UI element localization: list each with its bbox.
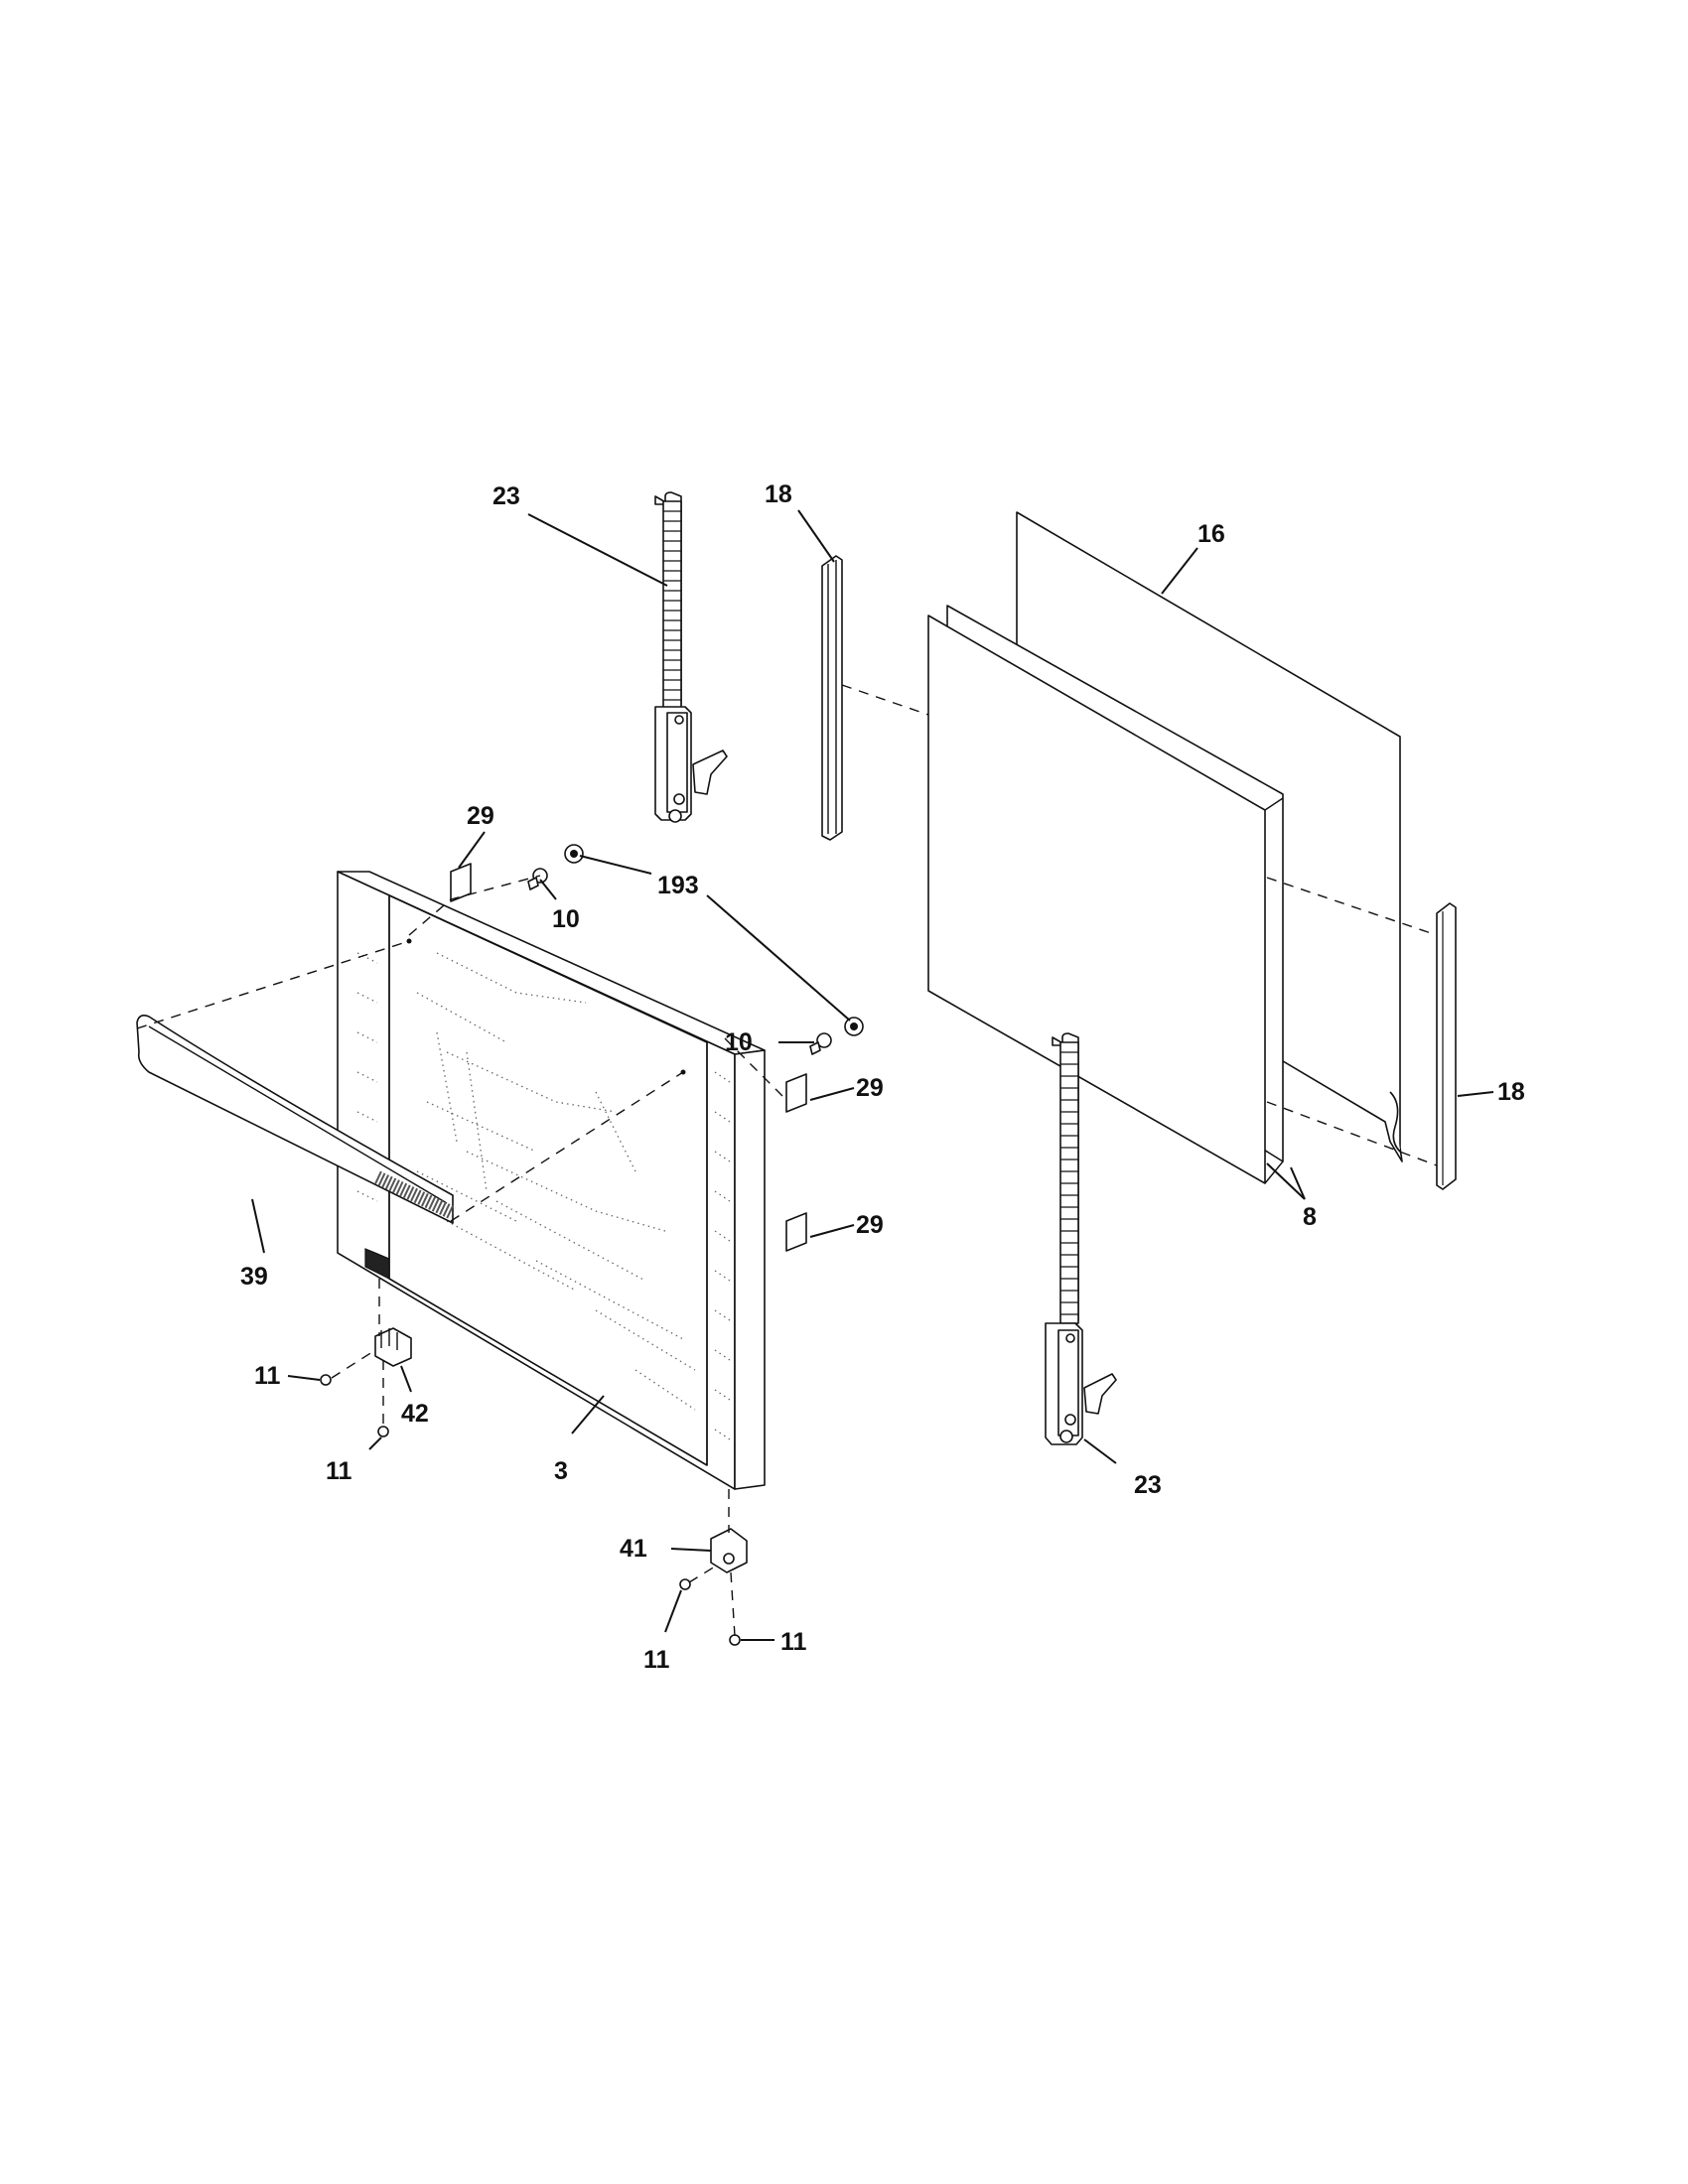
callout-41: 41 bbox=[620, 1535, 647, 1563]
hinge-top bbox=[654, 491, 728, 823]
channel-left bbox=[821, 555, 843, 841]
screw-11-hinge-right bbox=[729, 1634, 741, 1646]
callout-39: 39 bbox=[240, 1263, 268, 1291]
callout-10-top: 10 bbox=[552, 905, 580, 933]
screw-11-hinge-left bbox=[679, 1578, 691, 1590]
glass-panels-8 bbox=[927, 605, 1284, 1184]
callout-11-hinge-right: 11 bbox=[780, 1628, 807, 1656]
callouts: 23 18 16 29 10 193 10 29 29 18 8 39 11 4… bbox=[240, 480, 1525, 1674]
bracket-29-mid bbox=[785, 1073, 807, 1113]
callout-23-bottom: 23 bbox=[1134, 1471, 1162, 1499]
callout-29-top: 29 bbox=[467, 802, 494, 830]
callout-18-left: 18 bbox=[765, 480, 792, 508]
door-handle bbox=[136, 1015, 456, 1224]
screw-11-left bbox=[320, 1374, 332, 1386]
outer-door-panel bbox=[337, 871, 766, 1490]
callout-10-mid: 10 bbox=[725, 1028, 753, 1056]
callout-193: 193 bbox=[657, 872, 699, 899]
hinge-receiver-42 bbox=[374, 1327, 412, 1367]
channel-right bbox=[1436, 902, 1457, 1190]
leader-lines bbox=[251, 509, 1494, 1641]
hinge-bottom bbox=[1045, 1032, 1117, 1445]
assembly-lines bbox=[136, 684, 1438, 1637]
callout-8: 8 bbox=[1303, 1203, 1317, 1231]
callout-11-left: 11 bbox=[254, 1362, 281, 1390]
callout-42: 42 bbox=[401, 1400, 429, 1428]
hinge-receiver-41 bbox=[710, 1528, 748, 1573]
screw-11-bottom-left bbox=[377, 1426, 389, 1437]
callout-18-right: 18 bbox=[1497, 1078, 1525, 1106]
callout-11-hinge-left: 11 bbox=[643, 1646, 670, 1674]
bracket-29-top bbox=[450, 863, 472, 902]
screw-10-mid bbox=[809, 1032, 832, 1055]
bumper-193-top bbox=[564, 844, 584, 864]
bracket-29-low bbox=[785, 1212, 807, 1252]
callout-29-low: 29 bbox=[856, 1211, 884, 1239]
bumper-193-mid bbox=[844, 1017, 864, 1036]
callout-11-bottom-left: 11 bbox=[326, 1457, 352, 1485]
screw-10-top bbox=[527, 868, 548, 890]
callout-16: 16 bbox=[1197, 520, 1225, 548]
callout-23-top: 23 bbox=[492, 482, 520, 510]
callout-29-mid: 29 bbox=[856, 1074, 884, 1102]
callout-3: 3 bbox=[554, 1457, 568, 1485]
